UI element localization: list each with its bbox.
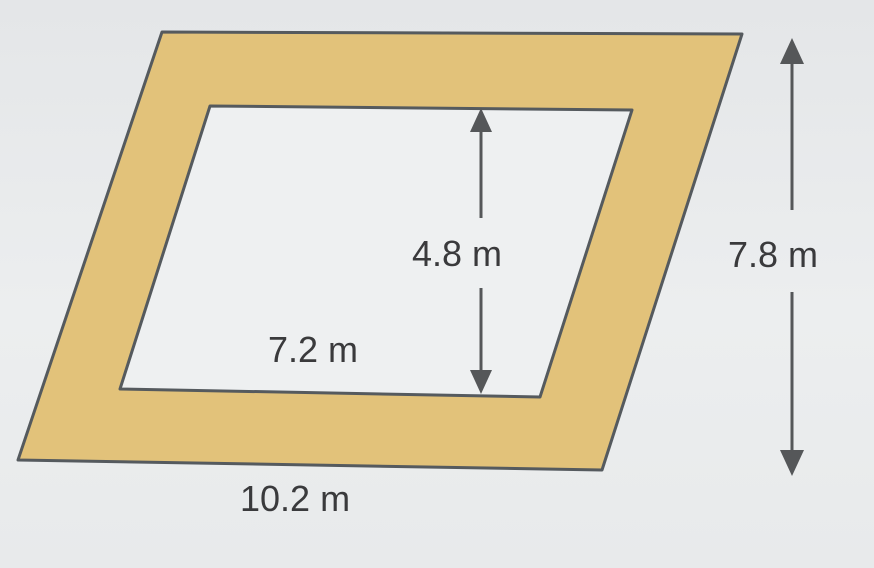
- outer-height-label: 7.8 m: [728, 234, 818, 275]
- inner-height-arrow: [470, 108, 492, 394]
- inner-parallelogram: [118, 104, 634, 399]
- outer-base-label: 10.2 m: [240, 478, 350, 519]
- inner-base-label: 7.2 m: [268, 329, 358, 370]
- inner-height-label: 4.8 m: [412, 233, 502, 274]
- outer-height-arrow: [780, 38, 804, 476]
